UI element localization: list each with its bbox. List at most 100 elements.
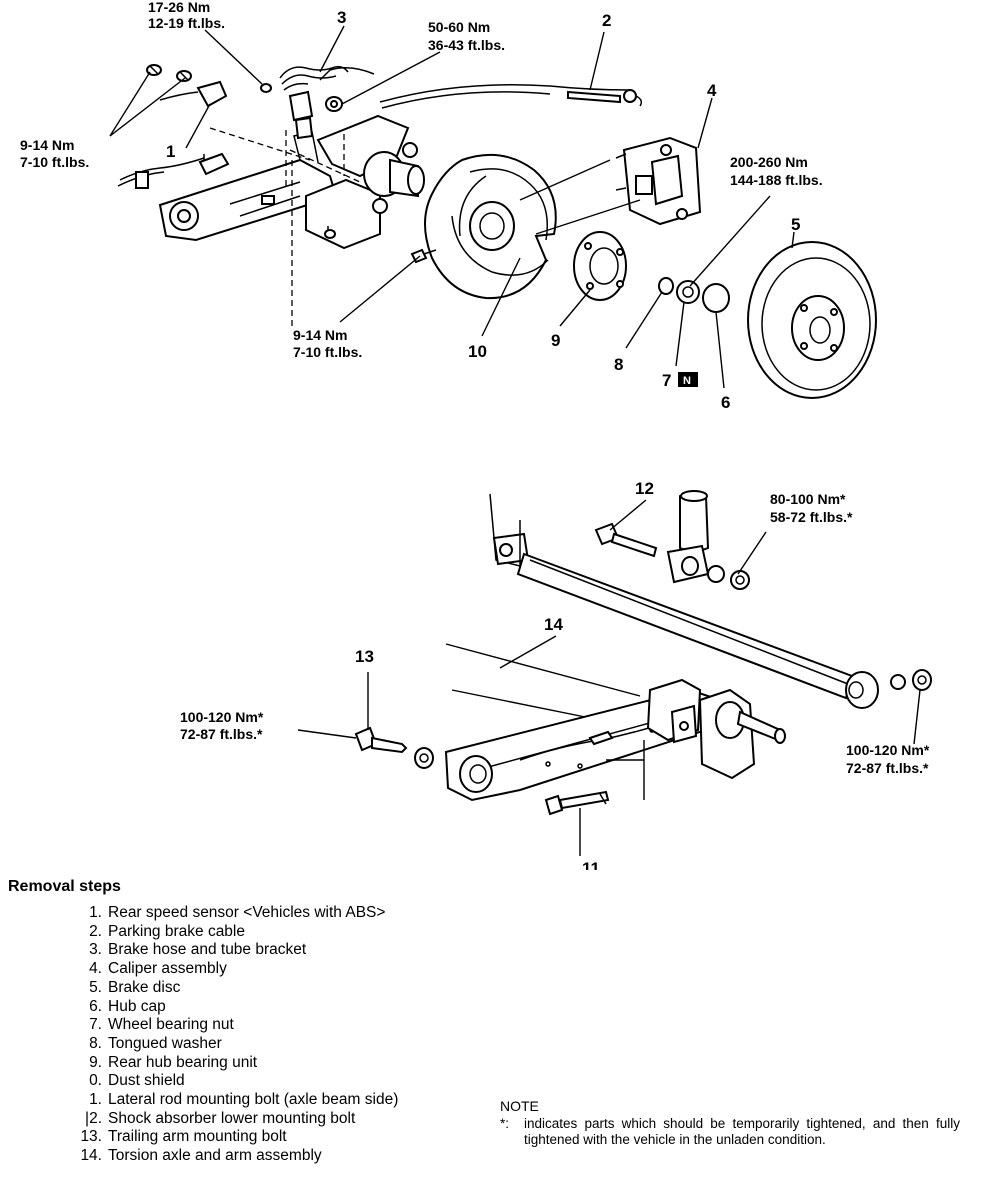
step-text: Dust shield — [108, 1072, 185, 1090]
callout-2: 2 — [602, 11, 611, 30]
torque-spec-speed-sensor: 9-14 Nm 7-10 ft.lbs. — [20, 137, 89, 170]
step-text: Brake disc — [108, 978, 181, 996]
lateral-rod-mounting-bolt — [594, 522, 658, 558]
step-number: 1. — [89, 904, 102, 921]
rear-hub-bearing-unit — [573, 231, 627, 301]
removal-step: 4. Caliper assembly — [8, 960, 478, 979]
n-badge-label: N — [683, 375, 691, 387]
axle-spindle-bottom — [646, 678, 786, 780]
step-number: 13. — [80, 1128, 102, 1146]
torque-spec-shock-bolt: 80-100 Nm* 58-72 ft.lbs.* — [770, 491, 853, 525]
axle-spindle-knuckle — [305, 96, 425, 250]
note-block: NOTE *: indicates parts which should be … — [500, 1098, 960, 1148]
note-title: NOTE — [500, 1098, 539, 1114]
wheel-bearing-nut — [676, 280, 700, 304]
torque-nm: 100-120 Nm* — [846, 742, 930, 758]
step-text: Torsion axle and arm assembly — [108, 1147, 322, 1165]
torque-nm: 17-26 Nm — [148, 0, 210, 15]
brake-disc — [747, 241, 877, 399]
step-text: Parking brake cable — [108, 922, 245, 940]
tongued-washer — [658, 277, 674, 295]
torque-specs: 17-26 Nm 12-19 ft.lbs. 50-60 Nm 36-43 ft… — [20, 0, 930, 776]
note-text: indicates parts which should be temporar… — [524, 1116, 960, 1147]
removal-step: 13. Trailing arm mounting bolt — [8, 1128, 478, 1147]
step-text: Caliper assembly — [108, 960, 227, 978]
removal-step: 8. Tongued washer — [8, 1035, 478, 1054]
callout-10: 10 — [468, 342, 487, 361]
note-body: *: indicates parts which should be tempo… — [500, 1116, 960, 1148]
step-number: 2. — [89, 922, 102, 940]
step-text: Lateral rod mounting bolt (axle beam sid… — [108, 1091, 399, 1109]
step-number: 14. — [80, 1147, 102, 1165]
torque-nm: 9-14 Nm — [293, 327, 347, 343]
removal-steps-title: Removal steps — [8, 878, 121, 895]
brake-hose-bracket — [260, 65, 375, 140]
step-number: 4. — [89, 960, 102, 978]
lateral-rod — [516, 552, 854, 700]
torque-ftlbs: 7-10 ft.lbs. — [293, 344, 362, 360]
removal-step: 2. Parking brake cable — [8, 923, 478, 942]
shock-absorber — [666, 490, 750, 590]
removal-step: 6.Hub cap — [8, 998, 478, 1017]
torque-nm: 80-100 Nm* — [770, 491, 846, 507]
callout-7: 7 — [662, 371, 671, 390]
callout-1: 1 — [166, 142, 175, 161]
torque-spec-sensor-bracket: 17-26 Nm 12-19 ft.lbs. — [148, 0, 225, 31]
removal-steps-list: 1.Rear speed sensor <Vehicles with ABS> … — [8, 904, 478, 1166]
step-number: 5. — [89, 978, 102, 996]
removal-step: 1.Rear speed sensor <Vehicles with ABS> — [8, 904, 478, 923]
torque-spec-lateral-rod-nut: 100-120 Nm* 72-87 ft.lbs.* — [846, 742, 930, 776]
removal-step: 0. Dust shield — [8, 1072, 478, 1091]
torque-spec-bearing-nut: 200-260 Nm 144-188 ft.lbs. — [730, 154, 823, 188]
rear-speed-sensor — [117, 80, 230, 189]
step-text: Trailing arm mounting bolt — [108, 1128, 287, 1146]
callout-14: 14 — [544, 615, 563, 634]
step-text: Wheel bearing nut — [108, 1016, 234, 1034]
hub-cap — [702, 283, 730, 313]
step-text: Shock absorber lower mounting bolt — [108, 1109, 356, 1127]
removal-step: 9.Rear hub bearing unit — [8, 1054, 478, 1073]
parking-brake-cable — [379, 83, 643, 109]
step-number: 0. — [89, 1072, 102, 1090]
step-number: 9. — [89, 1053, 102, 1071]
callout-3: 3 — [337, 8, 346, 27]
note-marker: *: — [500, 1116, 510, 1131]
caliper-assembly — [615, 136, 702, 226]
removal-step: 3. Brake hose and tube bracket — [8, 941, 478, 960]
callout-13: 13 — [355, 647, 374, 666]
step-text: Hub cap — [108, 997, 166, 1015]
step-number: 7. — [89, 1016, 102, 1034]
dust-shield — [424, 153, 557, 300]
torque-ftlbs: 36-43 ft.lbs. — [428, 37, 505, 53]
exploded-assembly-diagram: 1 2 3 4 5 6 7 N 8 9 10 11 12 13 14 17-26… — [20, 0, 932, 870]
trailing-arm-mounting-bolt — [354, 726, 408, 754]
removal-step: 1. Lateral rod mounting bolt (axle beam s… — [8, 1091, 478, 1110]
part-callouts: 1 2 3 4 5 6 7 N 8 9 10 11 12 13 14 — [166, 8, 800, 870]
callout-9: 9 — [551, 331, 560, 350]
torque-nm: 200-260 Nm — [730, 154, 808, 170]
torque-ftlbs: 12-19 ft.lbs. — [148, 15, 225, 31]
bottom-assembly — [297, 490, 932, 856]
removal-step: 7. Wheel bearing nut — [8, 1016, 478, 1035]
callout-6: 6 — [721, 393, 730, 412]
step-number: 3. — [89, 941, 102, 959]
step-text: Tongued washer — [108, 1034, 222, 1052]
callout-5: 5 — [791, 215, 800, 234]
callout-8: 8 — [614, 355, 623, 374]
removal-steps: Removal steps 1.Rear speed sensor <Vehic… — [8, 878, 478, 1166]
callout-11: 11 — [582, 859, 600, 870]
callout-12: 12 — [635, 479, 654, 498]
step-text: Brake hose and tube bracket — [108, 941, 307, 959]
trailing-arm-nut — [414, 747, 434, 769]
n-badge — [678, 372, 698, 387]
body-mount-bracket — [489, 493, 530, 570]
removal-step: |2.Shock absorber lower mounting bolt — [8, 1110, 478, 1129]
top-assembly — [109, 25, 877, 399]
step-number: 8. — [89, 1034, 102, 1052]
removal-step: 5. Brake disc — [8, 979, 478, 998]
torque-ftlbs: 144-188 ft.lbs. — [730, 172, 823, 188]
torque-ftlbs: 58-72 ft.lbs.* — [770, 509, 853, 525]
step-number: 1. — [89, 1091, 102, 1109]
torque-ftlbs: 72-87 ft.lbs.* — [180, 726, 263, 742]
shock-lower-mounting-bolt — [544, 790, 610, 816]
